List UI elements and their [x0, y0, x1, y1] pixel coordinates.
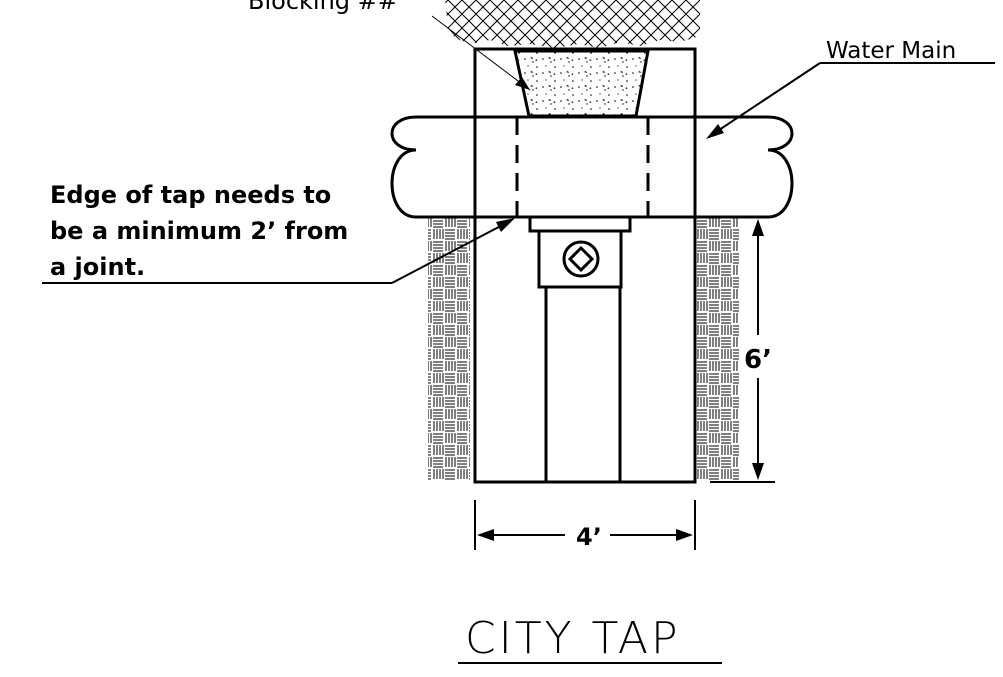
width-dim-arrow-right: [676, 529, 693, 541]
tap-note-leader-line: [391, 219, 513, 284]
tap-note-line-2: be a minimum 2’ from: [50, 217, 348, 245]
depth-dim-arrow-bottom: [752, 463, 764, 480]
water-main-label: Water Main: [826, 38, 956, 64]
depth-dimension-label: 6’: [744, 345, 772, 375]
water-main-pipe: [390, 115, 794, 219]
water-main-leader-line: [709, 62, 821, 137]
soil-hatch-left: [428, 218, 470, 480]
soil-hatch-right: [697, 218, 739, 480]
depth-dim-arrow-top: [752, 219, 764, 236]
tap-note-leader-arrow: [496, 218, 515, 232]
tap-note-line-3: a joint.: [50, 253, 145, 281]
width-dim-arrow-left: [477, 529, 494, 541]
valve-nut-icon: [567, 245, 595, 273]
width-dimension-label: 4’: [576, 523, 602, 551]
concrete-blocking: [513, 49, 650, 118]
blocking-label: Blocking ##: [248, 0, 398, 15]
drawing-title: CITY TAP: [465, 613, 681, 664]
valve-operator-icon: [562, 240, 600, 278]
valve-stem-pipe: [544, 285, 622, 484]
blocking-leader-line: [431, 15, 531, 91]
tap-note-line-1: Edge of tap needs to: [50, 181, 331, 209]
rock-hatch-area: [445, 0, 700, 48]
tap-valve-body: [537, 229, 623, 289]
water-main-leader-arrow: [706, 124, 724, 139]
blocking-leader-arrow: [515, 77, 530, 90]
tap-flange: [528, 215, 632, 233]
